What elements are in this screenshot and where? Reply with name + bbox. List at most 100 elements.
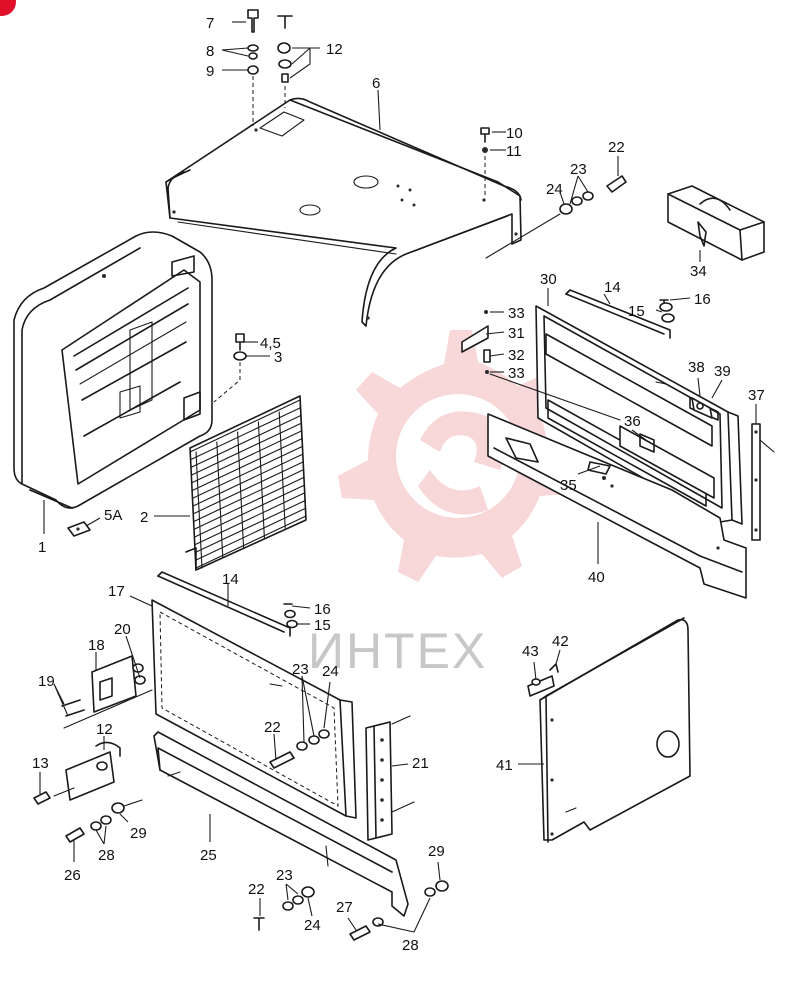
callout-7: 7: [206, 15, 214, 32]
callout-41: 41: [496, 757, 513, 774]
leader-lines: [39, 21, 757, 933]
grille-bar: [191, 438, 303, 492]
callout-15-lower: 15: [314, 617, 331, 634]
callout-35: 35: [560, 477, 577, 494]
callout-23-top: 23: [570, 161, 587, 178]
callout-37: 37: [748, 387, 765, 404]
callout-33-upper: 33: [508, 305, 525, 322]
grille-bar: [195, 507, 307, 561]
part-hinge-rod-lower: [157, 571, 298, 637]
callout-2: 2: [140, 509, 148, 526]
callout-22-mid: 22: [264, 719, 281, 736]
part-latch-18-20: [61, 655, 153, 729]
part-side-panel-41: [527, 617, 691, 843]
callout-19: 19: [38, 673, 55, 690]
grille-rib: [299, 401, 307, 519]
grille-rib: [216, 441, 224, 559]
callout-32: 32: [508, 347, 525, 364]
grille-bar: [194, 499, 306, 554]
callout-24-top: 24: [546, 181, 563, 198]
part-hinge-rod-upper: [565, 289, 675, 339]
grille-bar: [190, 414, 302, 469]
part-toolbox: [667, 185, 765, 261]
hardware-group-22-24-mid: [269, 729, 330, 769]
part-bracket-21: [365, 715, 415, 841]
grille-bar: [192, 461, 304, 515]
callout-16-top: 16: [694, 291, 711, 308]
part-side-door-left: [151, 599, 357, 819]
callout-29-right: 29: [428, 843, 445, 860]
part-side-panel-40: [487, 413, 747, 599]
part-latch-12-13: [33, 741, 121, 805]
grille-bar: [191, 445, 303, 499]
callout-29-left: 29: [130, 825, 147, 842]
callout-15-top: 15: [628, 303, 645, 320]
grille-bar: [193, 469, 305, 523]
grille-bar: [189, 399, 301, 453]
callout-17: 17: [108, 583, 125, 600]
hardware-bolt-10-11: [480, 127, 490, 196]
part-clip-5a: [67, 521, 91, 537]
callout-30: 30: [540, 271, 557, 288]
part-strip-37: [751, 423, 775, 541]
callout-12-top: 12: [326, 41, 343, 58]
callout-33-lower: 33: [508, 365, 525, 382]
callout-42: 42: [552, 633, 569, 650]
callout-4-5: 4,5: [260, 335, 281, 352]
callout-9: 9: [206, 63, 214, 80]
grille-bar: [193, 484, 305, 538]
callout-22-top: 22: [608, 139, 625, 156]
callout-31: 31: [508, 325, 525, 342]
callout-43: 43: [522, 643, 539, 660]
callout-36: 36: [624, 413, 641, 430]
hardware-bolt-3-5: [213, 333, 247, 403]
grille-bar: [194, 492, 306, 546]
callout-20: 20: [114, 621, 131, 638]
callout-5a: 5A: [104, 507, 122, 524]
callout-40: 40: [588, 569, 605, 586]
part-latch-38-39: [691, 397, 713, 419]
callout-26: 26: [64, 867, 81, 884]
callout-24-bottom: 24: [304, 917, 321, 934]
grille-rib: [237, 431, 245, 549]
callout-39: 39: [714, 363, 731, 380]
callout-14-lower: 14: [222, 571, 239, 588]
callout-8: 8: [206, 43, 214, 60]
hardware-group-31-33: [461, 310, 621, 421]
callout-12-lower: 12: [96, 721, 113, 738]
callout-14-top: 14: [604, 279, 621, 296]
part-grille-screen: [185, 395, 307, 571]
callout-28-bottom: 28: [402, 937, 419, 954]
callout-34: 34: [690, 263, 707, 280]
callout-1: 1: [38, 539, 46, 556]
part-lower-panel-25: [153, 731, 409, 917]
callout-27: 27: [336, 899, 353, 916]
callout-38: 38: [688, 359, 705, 376]
callout-21: 21: [412, 755, 429, 772]
corner-badge: [0, 0, 16, 16]
grille-bar: [192, 453, 304, 507]
part-side-door-right: [535, 305, 743, 525]
callout-23-bottom: 23: [276, 867, 293, 884]
callout-11: 11: [506, 143, 522, 160]
grille-bar: [190, 422, 302, 476]
grille-bar: [191, 430, 303, 484]
callout-16-lower: 16: [314, 601, 331, 618]
grille-bar: [195, 515, 307, 569]
callout-22-bottom: 22: [248, 881, 265, 898]
callout-28-left: 28: [98, 847, 115, 864]
callout-13: 13: [32, 755, 49, 772]
callout-18: 18: [88, 637, 105, 654]
grille-rib: [257, 421, 265, 539]
callout-3: 3: [274, 349, 282, 366]
grille-rib: [195, 451, 203, 569]
callout-23-mid: 23: [292, 661, 309, 678]
hardware-group-26-29: [65, 799, 143, 843]
grille-rib: [278, 411, 286, 529]
callout-25: 25: [200, 847, 217, 864]
callout-6: 6: [372, 75, 380, 92]
part-grille-shell: [13, 231, 213, 534]
watermark-text: ИНТЕХ: [308, 623, 487, 679]
grille-bar: [193, 476, 305, 530]
